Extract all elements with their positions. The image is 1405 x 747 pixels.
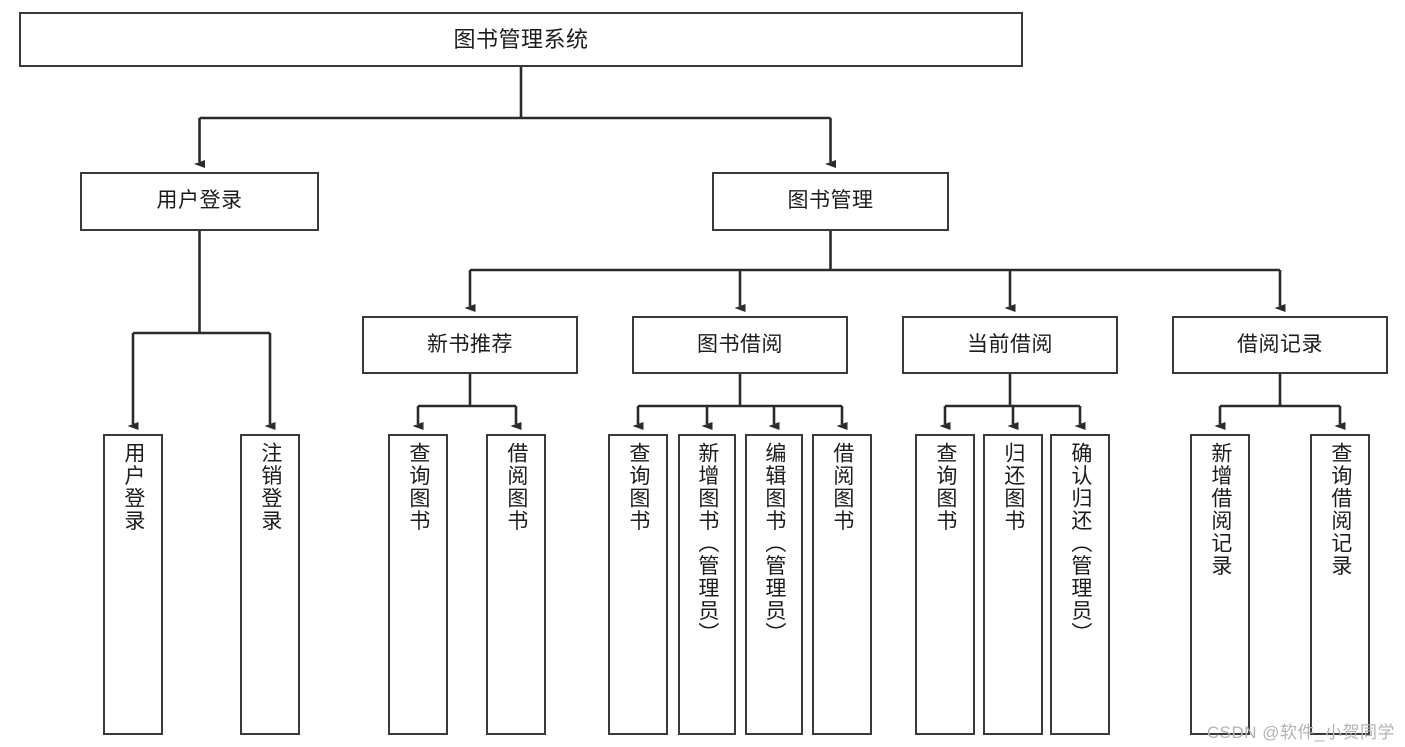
node-label-borrow-record: 借阅记录 — [1237, 332, 1323, 356]
node-leaf-query-book-rec[interactable]: 查询图书 — [388, 434, 448, 735]
node-leaf-borrow-book-rec[interactable]: 借阅图书 — [486, 434, 546, 735]
node-label-book-borrow: 图书借阅 — [697, 332, 783, 356]
node-book-manage[interactable]: 图书管理 — [712, 172, 949, 231]
node-leaf-query-record[interactable]: 查询借阅记录 — [1310, 434, 1370, 735]
node-book-borrow[interactable]: 图书借阅 — [632, 316, 848, 374]
node-leaf-add-record[interactable]: 新增借阅记录 — [1190, 434, 1250, 735]
node-label-new-book-rec: 新书推荐 — [427, 332, 513, 356]
node-leaf-edit-book[interactable]: 编辑图书（管理员） — [745, 434, 803, 735]
node-root[interactable]: 图书管理系统 — [19, 12, 1023, 67]
csdn-watermark: CSDN @软件_小贺同学 — [1206, 723, 1395, 742]
node-leaf-user-login[interactable]: 用户登录 — [103, 434, 163, 735]
node-label-leaf-add-book: 新增图书（管理员） — [695, 442, 719, 645]
node-label-leaf-borrow-book-bb: 借阅图书 — [830, 442, 854, 532]
node-leaf-return-book[interactable]: 归还图书 — [983, 434, 1043, 735]
node-label-leaf-logout: 注销登录 — [258, 442, 282, 532]
node-new-book-rec[interactable]: 新书推荐 — [362, 316, 578, 374]
node-borrow-record[interactable]: 借阅记录 — [1172, 316, 1388, 374]
node-label-current-borrow: 当前借阅 — [967, 332, 1053, 356]
node-leaf-query-book-bb[interactable]: 查询图书 — [608, 434, 668, 735]
node-leaf-confirm-return[interactable]: 确认归还（管理员） — [1050, 434, 1110, 735]
node-label-leaf-user-login: 用户登录 — [121, 442, 145, 532]
node-label-leaf-query-book-bb: 查询图书 — [626, 442, 650, 532]
node-label-leaf-confirm-return: 确认归还（管理员） — [1068, 442, 1092, 645]
node-current-borrow[interactable]: 当前借阅 — [902, 316, 1118, 374]
node-label-user-login: 用户登录 — [156, 189, 243, 213]
node-label-leaf-add-record: 新增借阅记录 — [1208, 442, 1232, 577]
node-leaf-add-book[interactable]: 新增图书（管理员） — [678, 434, 736, 735]
node-label-leaf-return-book: 归还图书 — [1001, 442, 1025, 532]
node-label-book-manage: 图书管理 — [787, 189, 874, 213]
node-label-leaf-query-record: 查询借阅记录 — [1328, 442, 1352, 577]
node-leaf-logout[interactable]: 注销登录 — [240, 434, 300, 735]
node-label-leaf-query-book-cb: 查询图书 — [933, 442, 957, 532]
node-user-login[interactable]: 用户登录 — [80, 172, 319, 231]
node-label-leaf-edit-book: 编辑图书（管理员） — [762, 442, 786, 645]
node-label-leaf-borrow-book-rec: 借阅图书 — [504, 442, 528, 532]
node-label-root: 图书管理系统 — [453, 26, 589, 52]
node-label-leaf-query-book-rec: 查询图书 — [406, 442, 430, 532]
node-leaf-borrow-book-bb[interactable]: 借阅图书 — [812, 434, 872, 735]
node-leaf-query-book-cb[interactable]: 查询图书 — [915, 434, 975, 735]
